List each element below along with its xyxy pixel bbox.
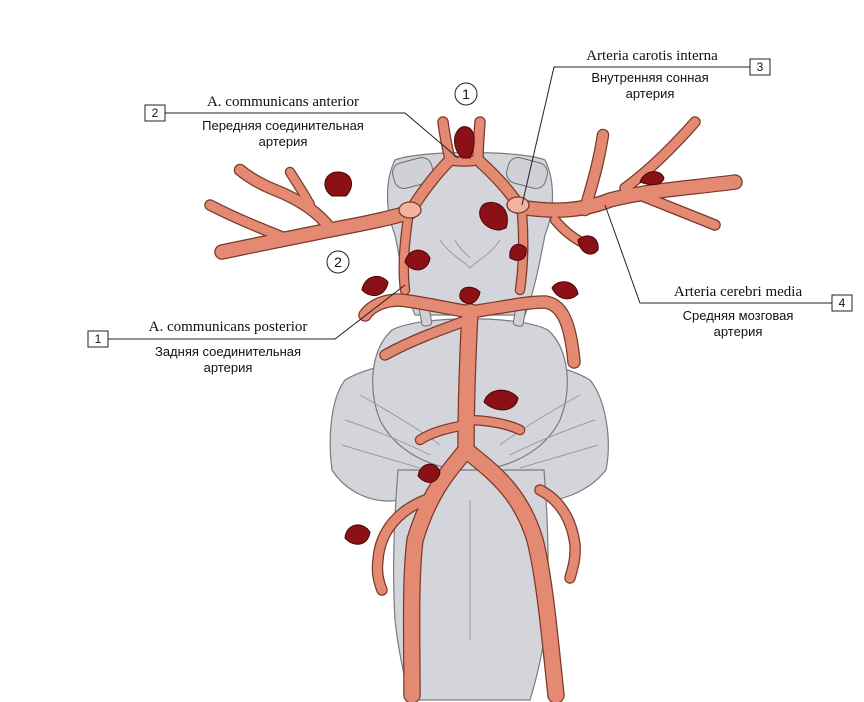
artery-acom [446, 156, 482, 166]
artery-left-pica [373, 495, 430, 595]
optic-nerve-right [506, 157, 548, 189]
label-pcom-posterior-russian-1: Задняя соединительная [155, 344, 301, 359]
label-acom-anterior-russian-2: артерия [259, 134, 308, 149]
artery-left-mca-branch-2 [286, 168, 314, 209]
label-acom-anterior-russian-1: Передняя соединительная [202, 118, 364, 133]
arteries [204, 116, 743, 702]
label-carotis-interna: 3 Arteria carotis interna Внутренняя сон… [521, 48, 771, 206]
aneurysm-right-ica [479, 202, 508, 231]
artery-left-pcom [399, 214, 412, 294]
label-acom-anterior: 2 A. communicans anterior Передняя соеди… [144, 94, 459, 159]
artery-left-aica [416, 421, 470, 444]
label-cerebri-media-russian-1: Средняя мозговая [683, 308, 794, 323]
artery-right-mca-lower-branch [635, 190, 720, 230]
optic-nerve-left [392, 157, 434, 189]
aneurysm-left-pcom [404, 249, 431, 271]
label-pcom-posterior-latin: A. communicans posterior [149, 319, 308, 335]
label-carotis-interna-russian-1: Внутренняя сонная [591, 70, 708, 85]
aneurysm-left-vertebral [417, 463, 441, 483]
artery-left-mca-upper-branch [235, 165, 335, 233]
aneurysm-right-mca-branch [639, 171, 665, 186]
label-pcom-posterior-russian-2: артерия [204, 360, 253, 375]
aneurysm-basilar-mid [483, 389, 519, 411]
artery-left-mca-lower-branch [205, 200, 290, 243]
circled-marker-2: 2 [326, 250, 350, 274]
aneurysm-left-mca-upper [324, 171, 353, 197]
aneurysms [324, 126, 665, 545]
label-carotis-interna-number: 3 [757, 60, 764, 74]
artery-right-aica [462, 416, 524, 434]
artery-right-pca [464, 296, 580, 368]
artery-left-pca [359, 294, 476, 321]
label-cerebri-media-russian-2: артерия [714, 324, 763, 339]
artery-left-mca-trunk [215, 205, 417, 259]
aneurysm-left-pca [361, 275, 389, 297]
label-carotis-interna-russian-2: артерия [626, 86, 675, 101]
label-cerebri-media-number: 4 [839, 296, 846, 310]
artery-right-mca-trunk [513, 175, 742, 217]
artery-right-mca-upper-branch [580, 130, 608, 215]
aneurysm-right-pcom [509, 243, 527, 261]
label-cerebri-media-latin: Arteria cerebri media [674, 284, 803, 300]
label-cerebri-media: 4 Arteria cerebri media Средняя мозговая… [604, 204, 853, 339]
label-acom-anterior-latin: A. communicans anterior [207, 94, 359, 110]
artery-right-pica [535, 485, 580, 583]
label-pcom-posterior-number: 1 [95, 332, 102, 346]
artery-right-aca-distal [473, 117, 485, 165]
aneurysm-basilar-tip [459, 286, 481, 305]
label-pcom-posterior: 1 A. communicans posterior Задняя соедин… [87, 284, 406, 375]
circled-marker-1: 1 [454, 82, 478, 106]
label-acom-anterior-number: 2 [152, 106, 159, 120]
aneurysm-right-mca-lower [577, 235, 599, 255]
label-carotis-interna-latin: Arteria carotis interna [586, 48, 718, 64]
aneurysm-right-sca [551, 281, 579, 300]
carotis-interna-left-cut [398, 201, 422, 219]
artery-left-vertebral [404, 442, 474, 702]
artery-left-sca [380, 315, 473, 360]
artery-right-mca-branch-3 [620, 117, 700, 193]
artery-basilar [458, 304, 478, 458]
circled-marker-2-text: 2 [334, 254, 342, 270]
aneurysm-left-pica [344, 524, 371, 545]
carotis-interna-right-cut [506, 196, 530, 214]
circled-marker-1-text: 1 [462, 86, 470, 102]
medulla [392, 469, 549, 701]
artery-right-vertebral [458, 442, 564, 702]
aneurysm-acom [454, 126, 475, 159]
